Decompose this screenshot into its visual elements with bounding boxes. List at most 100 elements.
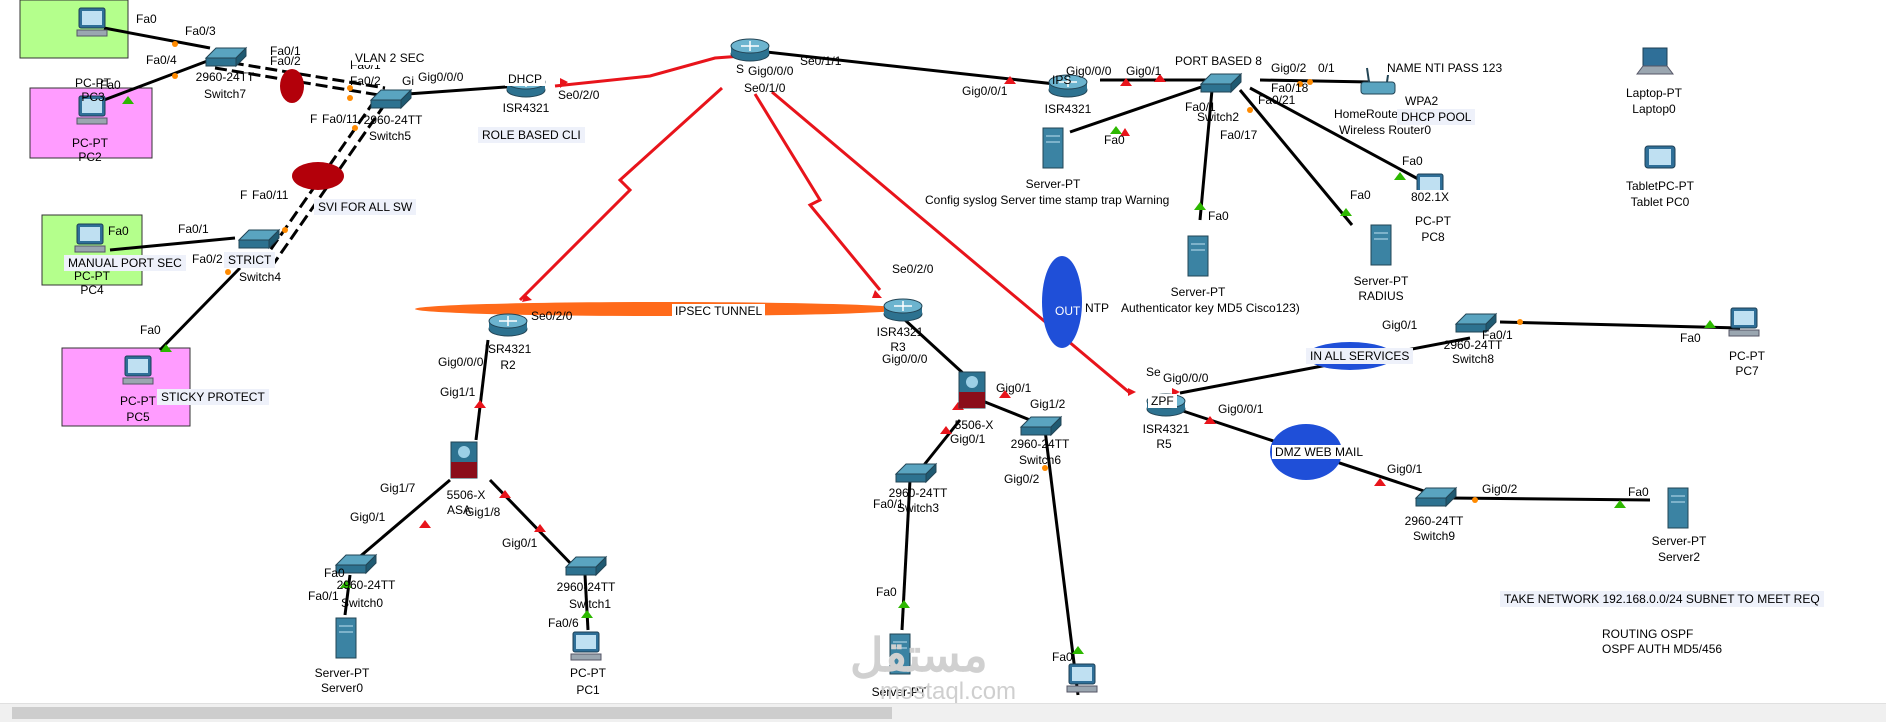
horizontal-scrollbar[interactable] — [0, 703, 1886, 722]
asa-gig18-label: Gig1/8 — [465, 505, 501, 519]
switch2-icon[interactable] — [1195, 60, 1245, 104]
asa-gig11-label: Gig1/1 — [440, 385, 476, 399]
link-radius-switch2 — [1238, 89, 1354, 226]
pc3-name-label: PC3 — [81, 90, 105, 104]
r4-gig000-label: Gig0/0/0 — [1066, 64, 1112, 78]
switch9-name-label: Switch9 — [1412, 529, 1456, 543]
switch9-icon[interactable] — [1410, 474, 1460, 518]
switch5-icon[interactable] — [365, 76, 415, 120]
asa-firewall-icon[interactable] — [439, 438, 489, 482]
r3-name-label: R3 — [890, 340, 906, 354]
sw9-gig01-label: Gig0/1 — [1387, 462, 1423, 476]
pc5-icon[interactable] — [113, 350, 163, 394]
asa-gig17-label: Gig1/7 — [380, 481, 416, 495]
sw5-f-label: F — [310, 112, 318, 126]
r0-router-icon[interactable] — [725, 28, 775, 72]
server0-type-label: Server-PT — [314, 666, 370, 680]
switch0-icon[interactable] — [330, 541, 380, 585]
auth-server-type-label: Server-PT — [1170, 285, 1226, 299]
sw2-fa018-label: Fa0/18 — [1271, 81, 1309, 95]
sw1-fa06-label: Fa0/6 — [548, 616, 579, 630]
switch7-icon[interactable] — [200, 34, 250, 78]
switch3-icon[interactable] — [890, 450, 940, 494]
sticky-protect-note: STICKY PROTECT — [157, 389, 269, 405]
switch1-type-label: 2960-24TT — [556, 580, 616, 594]
switch1-name-label: Switch1 — [568, 597, 612, 611]
sw4-fa011-label: Fa0/11 — [252, 188, 289, 202]
pc3-icon[interactable] — [67, 2, 117, 46]
r4-router-icon[interactable] — [1043, 64, 1093, 108]
ospf-auth-note: OSPF AUTH MD5/456 — [1602, 642, 1723, 656]
switch4-icon[interactable] — [233, 216, 283, 260]
switch5-name-label: Switch5 — [368, 129, 412, 143]
ntp-note: NTP — [1082, 301, 1112, 315]
link-auth-switch2 — [1198, 89, 1214, 221]
scrollbar-thumb[interactable] — [12, 707, 892, 719]
pc7-port-label: Fa0 — [1680, 331, 1701, 345]
pc8-icon[interactable] — [1405, 168, 1455, 212]
link-pc4-switch4 — [109, 236, 236, 252]
switch7-type-label: 2960-24TT — [195, 70, 255, 84]
switch8-icon[interactable] — [1450, 300, 1500, 344]
bottom-pc-icon[interactable] — [1057, 658, 1107, 702]
link-asa-switch0 — [349, 478, 451, 567]
switch1-icon[interactable] — [560, 543, 610, 587]
r2-se020-label: Se0/2/0 — [531, 309, 573, 323]
server2-icon[interactable] — [1653, 486, 1703, 530]
dhcp-note: DHCP — [505, 72, 546, 86]
server0-icon[interactable] — [321, 616, 371, 660]
pc7-type-label: PC-PT — [1729, 349, 1765, 363]
pc4-icon[interactable] — [65, 218, 115, 262]
r4-gig001-label: Gig0/0/1 — [962, 84, 1008, 98]
r0-se011-label: Se0/1/1 — [800, 54, 842, 68]
pc4-type-label: PC-PT — [74, 269, 110, 283]
switch6-icon[interactable] — [1015, 403, 1065, 447]
home-router-icon[interactable] — [1353, 62, 1403, 106]
radius-server-icon[interactable] — [1356, 223, 1406, 267]
link-r2-asa — [474, 339, 490, 441]
sw8-gig01-label: Gig0/1 — [1382, 318, 1418, 332]
role-based-cli-note: ROLE BASED CLI — [478, 127, 585, 143]
link-pc5-switch4 — [158, 266, 242, 352]
tablet-icon[interactable] — [1635, 138, 1685, 182]
link-syslog-switch2 — [1069, 82, 1211, 134]
pc4-name-label: PC4 — [80, 283, 104, 297]
sw4-fa02-label: Fa0/2 — [192, 252, 223, 266]
pc7-icon[interactable] — [1719, 302, 1769, 346]
syslog-server-icon[interactable] — [1028, 126, 1078, 170]
manual-port-sec-note: MANUAL PORT SEC — [64, 255, 186, 271]
serial-r1-r0 — [554, 54, 743, 88]
r3-router-icon[interactable] — [878, 288, 928, 332]
asa2-gig01b-label: Gig0/1 — [950, 432, 986, 446]
sw0-fa01-label: Fa0/1 — [308, 589, 339, 603]
pc2-icon[interactable] — [67, 90, 117, 134]
sw4-fa01-label: Fa0/1 — [178, 222, 209, 236]
sw7-fa03-label: Fa0/3 — [185, 24, 216, 38]
homerouter-type-label: HomeRouter — [1333, 107, 1403, 121]
asa2-firewall-icon[interactable] — [947, 368, 997, 412]
link-homerouter-switch2 — [1259, 78, 1371, 84]
sw3-fa0-label: Fa0 — [876, 585, 897, 599]
auth-server-icon[interactable] — [1173, 234, 1223, 278]
radius-name-label: RADIUS — [1358, 289, 1404, 303]
bottom-server-icon[interactable] — [875, 632, 925, 676]
radius-type-label: Server-PT — [1353, 274, 1409, 288]
r2-router-icon[interactable] — [483, 303, 533, 347]
pc8-type-label: PC-PT — [1415, 214, 1451, 228]
sw1-gig01-label: Gig0/1 — [502, 536, 538, 550]
r4-type-label: ISR4321 — [1044, 102, 1092, 116]
laptop-icon[interactable] — [1629, 42, 1679, 86]
switch2-name-label: Switch2 — [1196, 110, 1240, 124]
switch0-name-label: Switch0 — [340, 596, 384, 610]
link-asa2-switch6 — [979, 398, 1031, 422]
link-pc2-switch7 — [103, 58, 211, 102]
strict-note: STRICT — [224, 252, 276, 268]
pc1-name-label: PC1 — [576, 683, 600, 697]
in-all-services-note: IN ALL SERVICES — [1306, 348, 1414, 364]
switch4-name-label: Switch4 — [238, 270, 282, 284]
pc1-icon[interactable] — [561, 626, 611, 670]
hr-01-label: 0/1 — [1318, 61, 1335, 75]
sw3-fa01-label: Fa0/1 — [873, 497, 904, 511]
r5-type-label: ISR4321 — [1142, 422, 1190, 436]
